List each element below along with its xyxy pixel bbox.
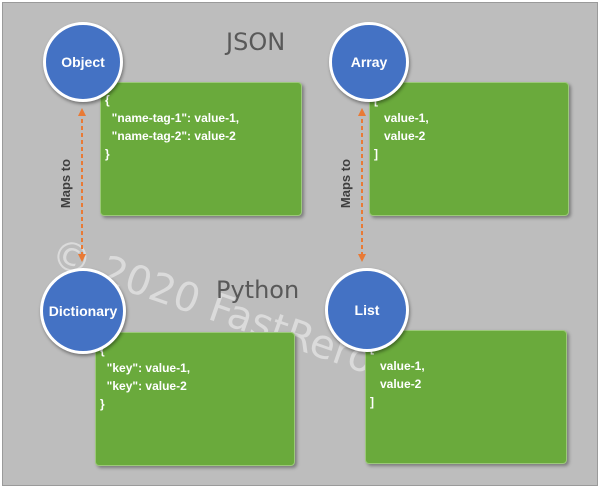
json-heading: JSON <box>226 28 286 56</box>
left-maps-to-label: Maps to <box>58 158 74 209</box>
python-dictionary-code: { "key": value-1, "key": value-2 } <box>100 343 191 411</box>
dictionary-node: Dictionary <box>40 268 126 354</box>
array-node: Array <box>329 22 409 102</box>
json-object-code: { "name-tag-1": value-1, "name-tag-2": v… <box>105 93 240 161</box>
json-array-card: [ value-1, value-2 ] <box>369 82 569 216</box>
object-node: Object <box>43 22 123 102</box>
python-dictionary-card: { "key": value-1, "key": value-2 } <box>95 332 295 466</box>
json-object-card: { "name-tag-1": value-1, "name-tag-2": v… <box>100 82 302 216</box>
list-node: List <box>325 268 409 352</box>
right-maps-to-label: Maps to <box>338 158 354 209</box>
python-heading: Python <box>216 276 300 304</box>
python-list-card: [ value-1, value-2 ] <box>365 330 567 464</box>
